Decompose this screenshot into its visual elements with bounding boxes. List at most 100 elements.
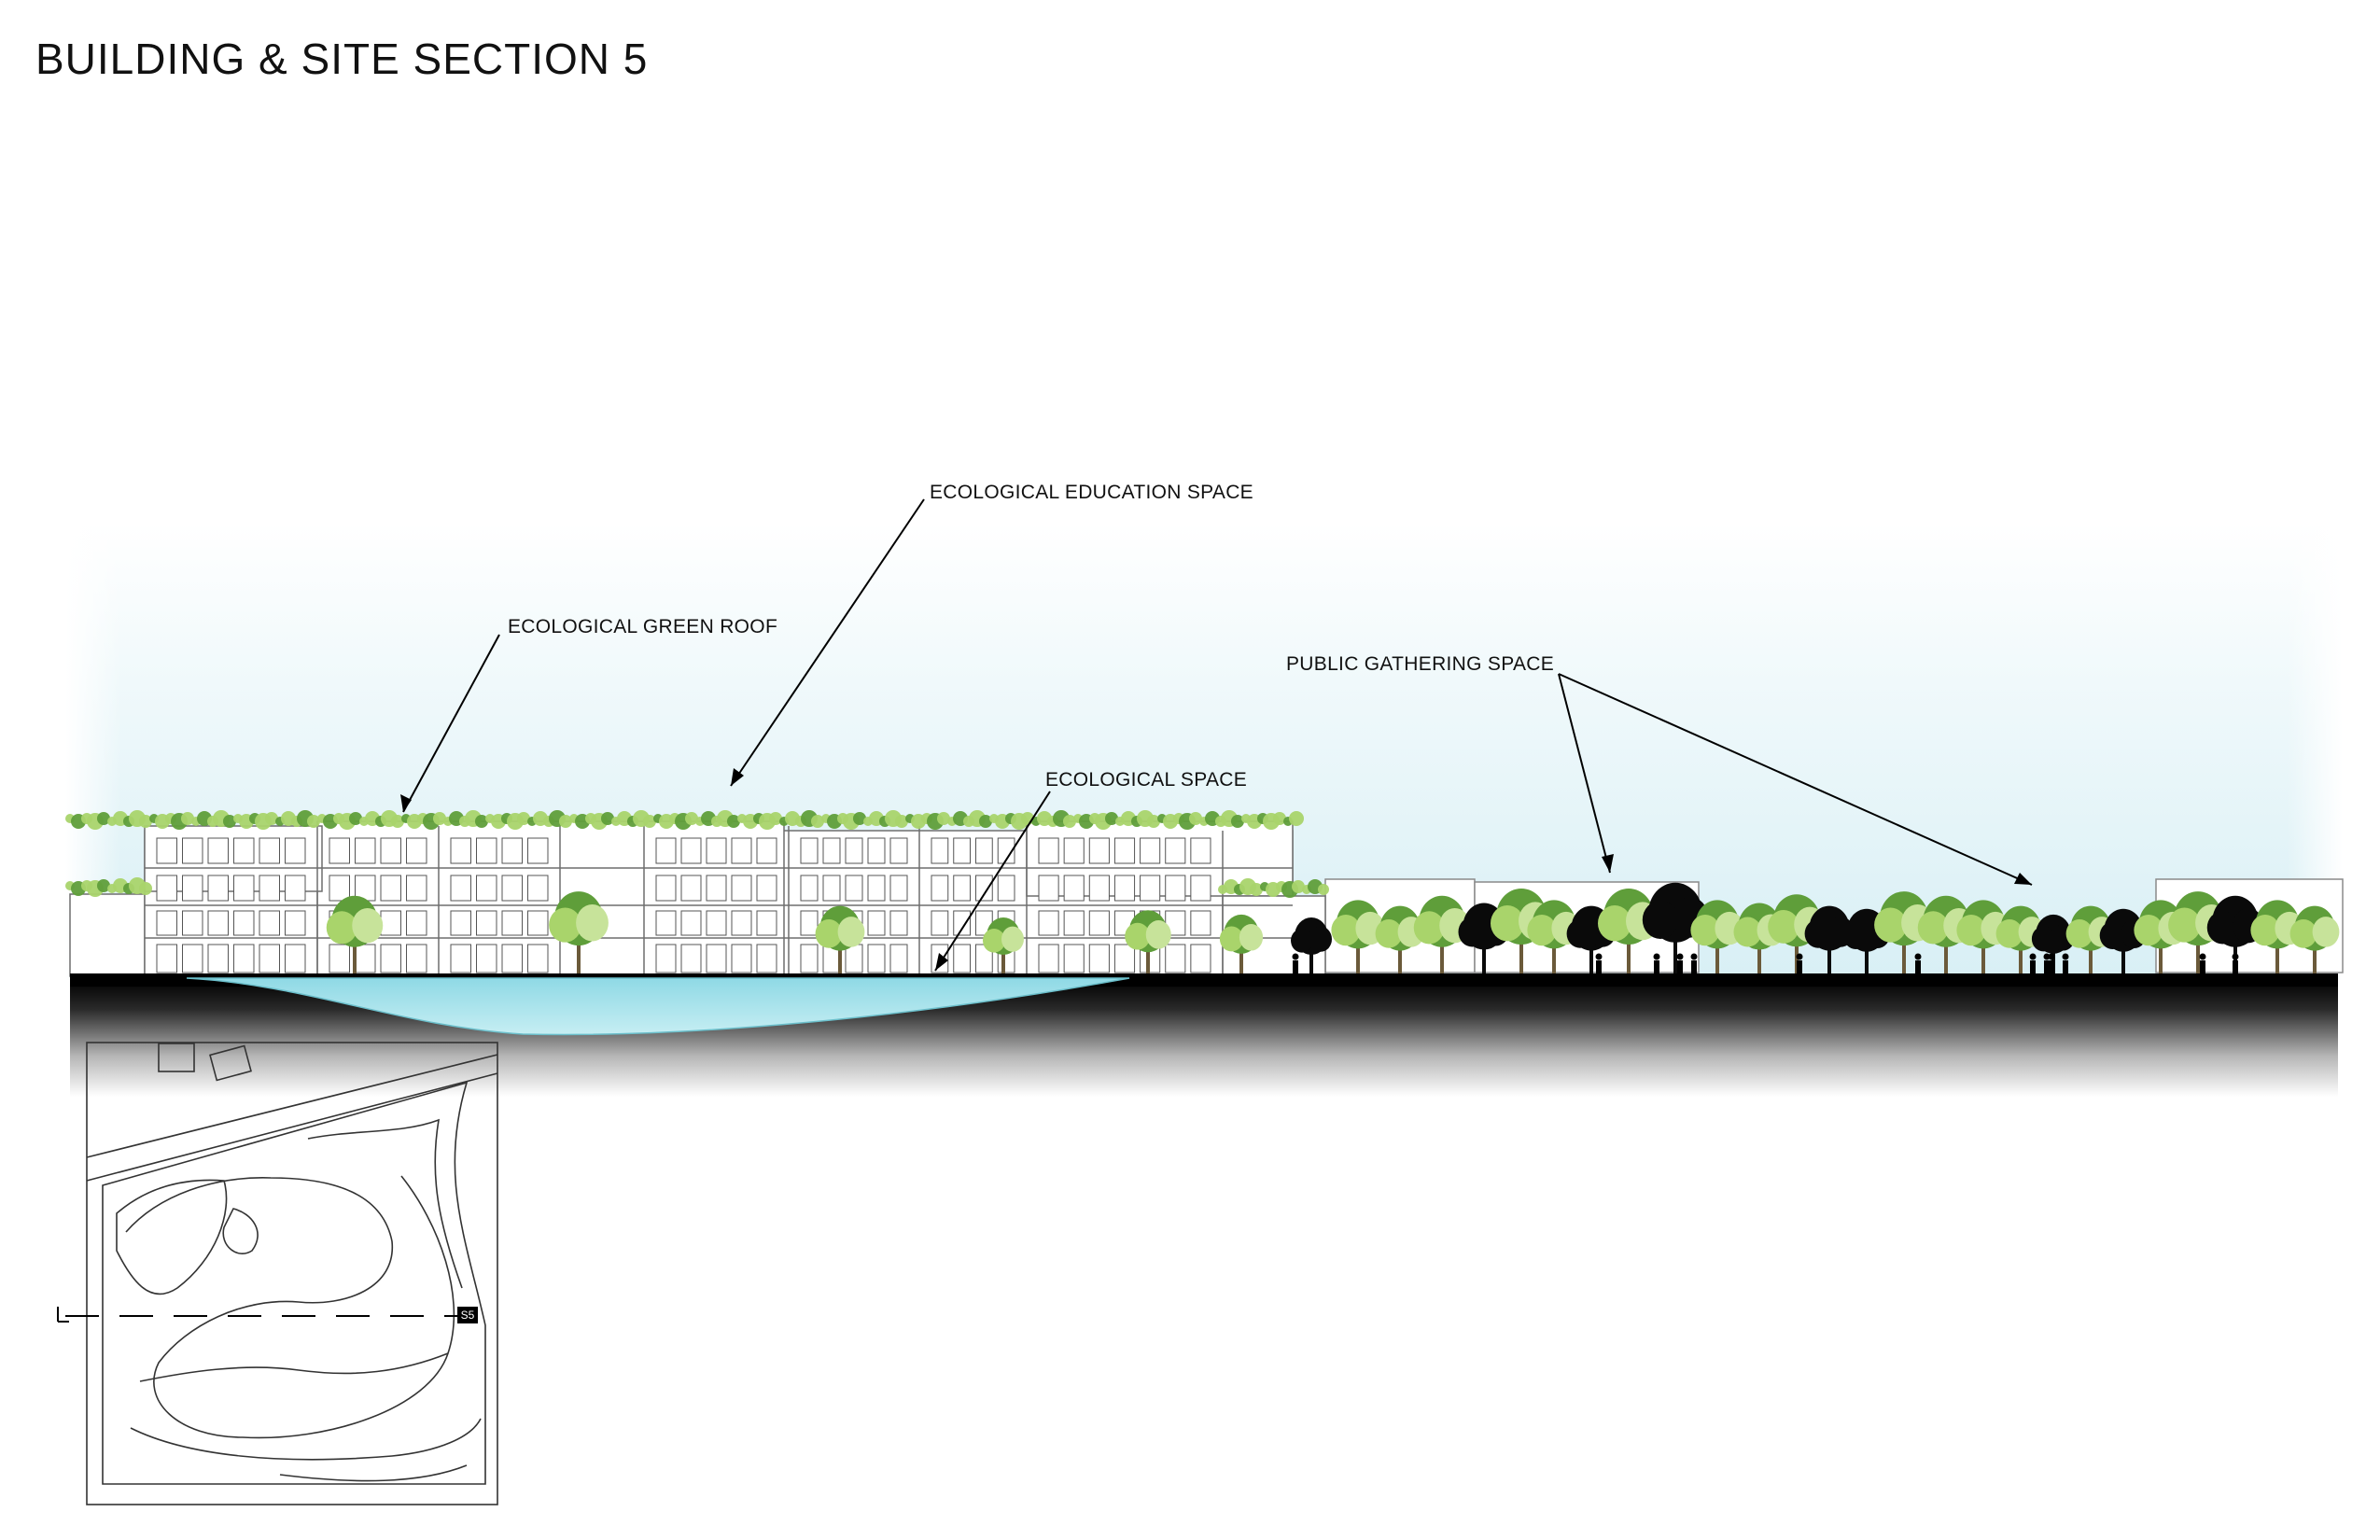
leader-lines	[402, 498, 2033, 972]
window	[867, 944, 886, 973]
roof-plant	[349, 812, 362, 825]
roof-plant	[1273, 812, 1286, 825]
window	[731, 875, 752, 902]
person-figure	[1676, 953, 1684, 974]
window	[501, 944, 523, 973]
roof-plant	[97, 812, 110, 825]
window	[182, 837, 203, 864]
window	[1190, 944, 1211, 973]
roof-plant	[727, 815, 740, 828]
arrowhead-gathering-1	[1602, 854, 1614, 873]
window	[233, 910, 255, 936]
person-figure	[1292, 953, 1299, 974]
window	[1140, 837, 1161, 864]
window	[1063, 944, 1085, 973]
window	[822, 837, 841, 864]
roof-plant	[517, 812, 530, 825]
window	[329, 944, 350, 973]
window	[233, 875, 255, 902]
window	[380, 944, 401, 973]
window	[355, 837, 376, 864]
window	[655, 944, 677, 973]
window	[233, 837, 255, 864]
window	[476, 910, 497, 936]
window	[731, 910, 752, 936]
tree	[2289, 905, 2340, 975]
window	[1038, 875, 1059, 902]
roof-plant	[139, 815, 152, 828]
window	[285, 944, 306, 973]
window	[867, 875, 886, 902]
roof-plant	[265, 812, 278, 825]
window	[931, 875, 949, 902]
arrowhead-gathering-2	[2014, 873, 2032, 885]
person-figure	[2232, 953, 2239, 974]
roof-plant	[1147, 815, 1160, 828]
window	[476, 944, 497, 973]
window	[1038, 910, 1059, 936]
window	[680, 910, 702, 936]
label-ecological-space: ECOLOGICAL SPACE	[1045, 769, 1248, 791]
roof-plant	[1063, 815, 1076, 828]
window	[975, 837, 993, 864]
label-ecological-green-roof: ECOLOGICAL GREEN ROOF	[508, 616, 778, 637]
window	[1165, 875, 1186, 902]
window	[1113, 944, 1136, 973]
window	[355, 944, 376, 973]
arrowhead-education-space	[731, 768, 744, 786]
window	[527, 875, 549, 902]
leader-gathering-1	[1558, 673, 1611, 874]
roof-plant	[1105, 812, 1118, 825]
people-figures	[1292, 953, 2239, 974]
window	[156, 910, 177, 936]
tree	[326, 895, 384, 975]
window	[889, 875, 908, 902]
window	[845, 875, 863, 902]
arrowhead-ecological-space	[935, 953, 948, 971]
window	[182, 875, 203, 902]
window	[182, 944, 203, 973]
person-figure	[1690, 953, 1698, 974]
window	[1190, 875, 1211, 902]
arrowhead-green-roof	[400, 794, 412, 812]
roof-plant	[811, 815, 824, 828]
window	[889, 837, 908, 864]
silhouette-tree	[1804, 905, 1855, 975]
window	[706, 944, 727, 973]
window	[406, 944, 427, 973]
window	[501, 875, 523, 902]
window	[1063, 875, 1085, 902]
roof-plant	[139, 882, 152, 895]
window	[867, 910, 886, 936]
window	[867, 837, 886, 864]
window	[1165, 837, 1186, 864]
person-figure	[1914, 953, 1922, 974]
window	[1190, 837, 1211, 864]
window	[1088, 944, 1110, 973]
window	[207, 910, 229, 936]
window	[953, 837, 971, 864]
window	[156, 944, 177, 973]
window	[207, 875, 229, 902]
window	[450, 910, 471, 936]
window	[285, 875, 306, 902]
person-figure	[2199, 953, 2206, 974]
roof-plant	[769, 812, 782, 825]
window	[1165, 944, 1186, 973]
window	[731, 944, 752, 973]
window	[706, 837, 727, 864]
window	[1190, 910, 1211, 936]
window	[207, 944, 229, 973]
window	[156, 875, 177, 902]
window	[953, 910, 971, 936]
roof-plant	[853, 812, 866, 825]
roof-plant	[1292, 880, 1305, 893]
leader-ecological-space	[934, 791, 1051, 972]
label-ecological-education-space: ECOLOGICAL EDUCATION SPACE	[930, 482, 1253, 503]
tree	[815, 905, 865, 975]
window	[233, 944, 255, 973]
label-public-gathering-space: PUBLIC GATHERING SPACE	[1286, 653, 1555, 675]
green-roof-foliage	[65, 810, 1329, 898]
pond-water	[186, 977, 1130, 1036]
